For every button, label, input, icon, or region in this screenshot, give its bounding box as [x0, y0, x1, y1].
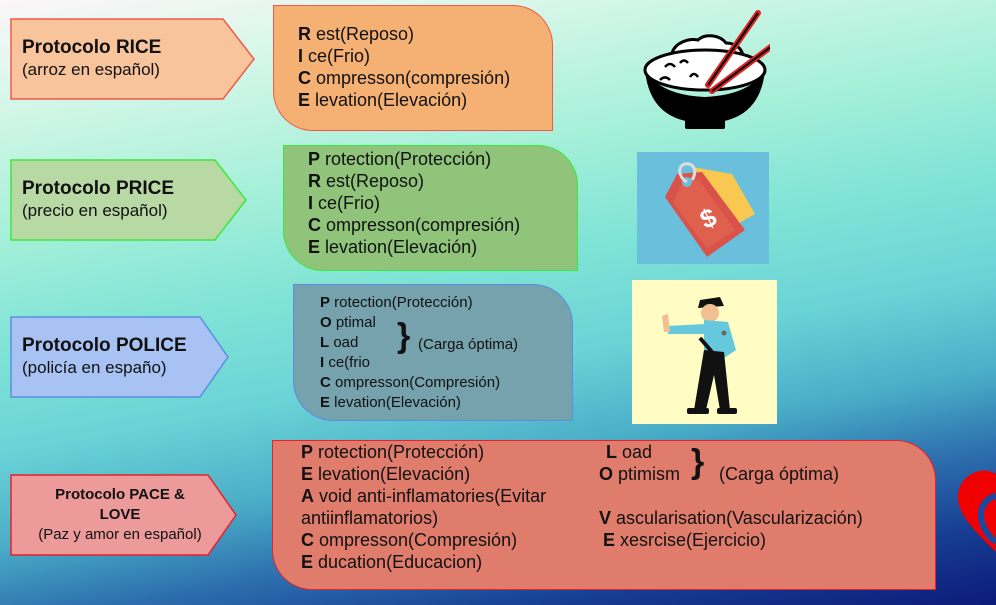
pace-title-line2: LOVE	[99, 506, 141, 523]
rice-item: E levation(Elevación)	[298, 90, 468, 110]
arrow-shape	[10, 316, 229, 398]
pace-left-column: P rotection(Protección) E levation(Eleva…	[301, 441, 546, 573]
rice-item: I ce(Frio)	[298, 46, 371, 66]
pace-item: E levation(Elevación)	[301, 464, 471, 484]
price-title: Protocolo PRICE	[22, 178, 175, 199]
arrow-shape	[10, 159, 247, 241]
pace-title-line1: Protocolo PACE &	[55, 486, 185, 503]
police-item: O ptimal	[320, 314, 376, 331]
police-protocol-label: Protocolo POLICE (policía en españo)	[10, 316, 230, 398]
arrow-shape	[10, 18, 255, 100]
price-item: C ompresson(compresión)	[308, 215, 521, 235]
love-bracket: }	[691, 443, 705, 481]
price-tag-icon: $	[637, 152, 769, 264]
rice-bowl-with-chopsticks-icon	[630, 5, 779, 135]
price-item: E levation(Elevación)	[308, 237, 478, 257]
love-item: O ptimism	[599, 464, 681, 484]
police-box: P rotection(Protección) O ptimal L oad I…	[293, 284, 573, 421]
rice-item: C ompresson(compresión)	[298, 68, 511, 88]
love-item: E xesrcise(Ejercicio)	[603, 530, 767, 550]
love-item: V ascularisation(Vascularización)	[599, 508, 863, 528]
police-subtitle: (policía en españo)	[22, 358, 167, 377]
pace-love-box: P rotection(Protección) E levation(Eleva…	[272, 440, 936, 590]
pace-item: antiinflamatorios)	[301, 508, 439, 528]
price-protocol-label: Protocolo PRICE (precio en español)	[10, 159, 250, 241]
pace-love-protocol-label: Protocolo PACE & LOVE (Paz y amor en esp…	[10, 474, 238, 556]
police-title: Protocolo POLICE	[22, 335, 187, 356]
rice-subtitle: (arroz en español)	[22, 60, 160, 79]
love-item: L oad	[606, 442, 653, 462]
police-item: I ce(frio	[320, 354, 371, 371]
rice-box: R est(Reposo) I ce(Frio) C ompresson(com…	[273, 5, 553, 131]
police-item: P rotection(Protección)	[320, 294, 473, 311]
police-item: E levation(Elevación)	[320, 394, 461, 411]
pace-subtitle: (Paz y amor en español)	[38, 526, 202, 543]
rice-title: Protocolo RICE	[22, 37, 162, 58]
price-box: P rotection(Protección) R est(Reposo) I …	[283, 145, 578, 271]
police-item: L oad	[320, 334, 359, 351]
police-officer-icon	[632, 280, 777, 424]
police-bracket: }	[397, 317, 411, 355]
heart-logo-icon	[952, 466, 996, 556]
price-subtitle: (precio en español)	[22, 201, 168, 220]
love-bracket-note: (Carga óptima)	[719, 464, 840, 484]
pace-item: E ducation(Educacion)	[301, 552, 483, 572]
police-bracket-note: (Carga óptima)	[418, 336, 519, 353]
pace-item: C ompresson(Compresión)	[301, 530, 518, 550]
arrow-shape	[10, 474, 237, 556]
pace-item: P rotection(Protección)	[301, 442, 485, 462]
price-item: R est(Reposo)	[308, 171, 425, 191]
price-item: P rotection(Protección)	[308, 149, 492, 169]
price-item: I ce(Frio)	[308, 193, 381, 213]
pace-item: A void anti-inflamatories(Evitar	[301, 486, 547, 506]
rice-protocol-label: Protocolo RICE (arroz en español)	[10, 18, 256, 100]
police-item: C ompresson(Compresión)	[320, 374, 501, 391]
rice-item: R est(Reposo)	[298, 24, 415, 44]
